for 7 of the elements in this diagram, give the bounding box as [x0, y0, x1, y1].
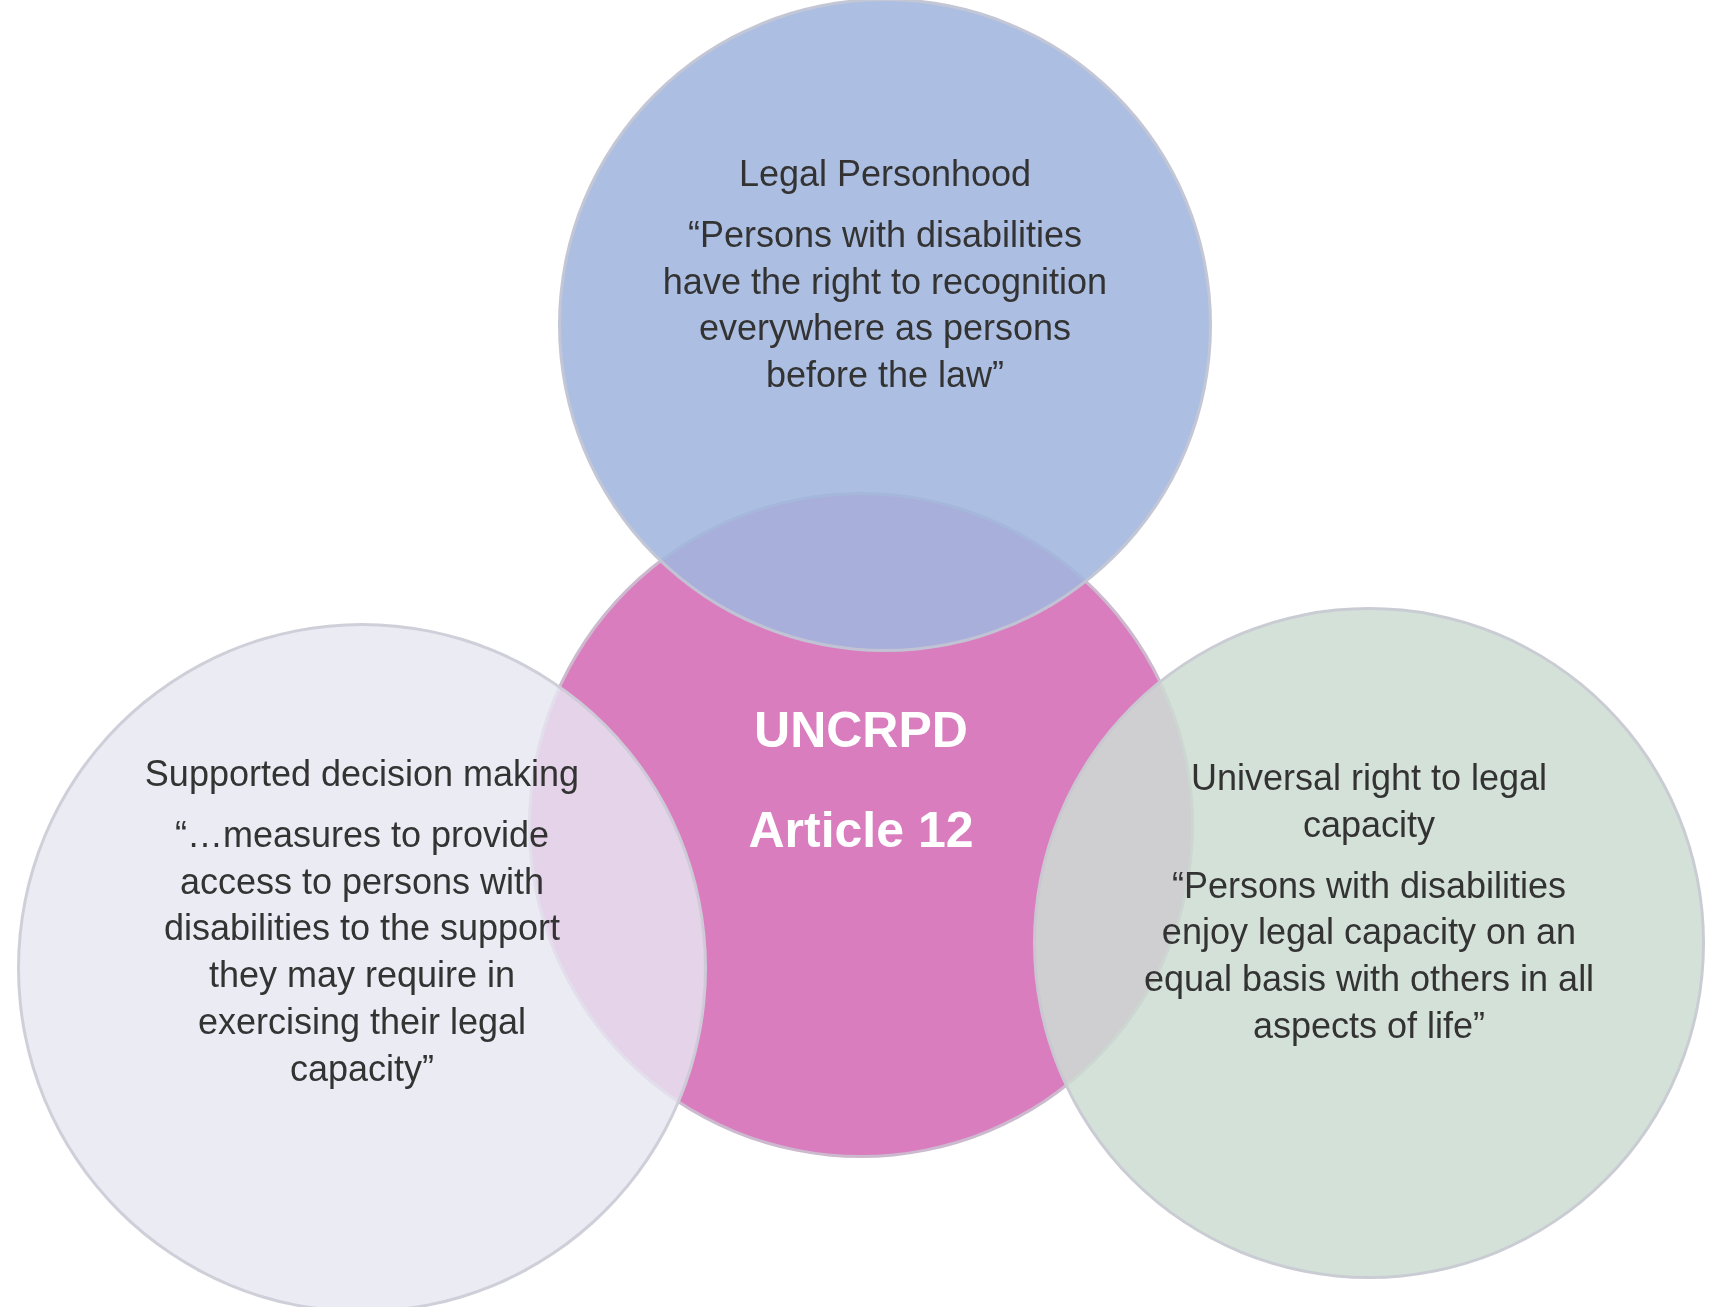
quote-text: “…measures to provide access to persons with disabilities to the support they may require in exercising their legal capacity” [162, 812, 562, 1091]
circle-heading: Supported decision making [144, 752, 580, 796]
circle-title: UNCRPD Article 12 [747, 701, 975, 860]
quote-text: “Persons with disabilities enjoy legal capacity on an equal basis with others in all aspects of life” [1142, 863, 1596, 1048]
circle-heading: Universal right to legal capacity [1189, 756, 1549, 847]
circle-heading: Legal Personhood [738, 152, 1032, 196]
quote-text: “Persons with disabilities have the right to recognition everywhere as persons before the law” [661, 212, 1109, 398]
